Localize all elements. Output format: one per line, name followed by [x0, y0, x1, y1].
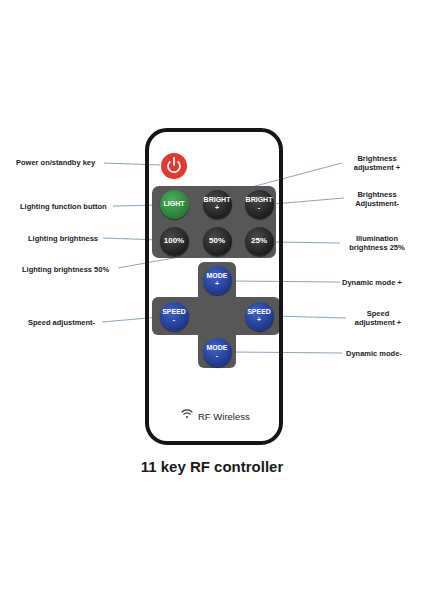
brand-text: RF Wireless	[198, 411, 250, 422]
button-label: 25%	[251, 237, 267, 245]
leader-line	[104, 163, 160, 165]
button-label: LIGHT	[164, 200, 185, 208]
button-label: BRIGHT +	[204, 196, 231, 212]
leader-line	[273, 316, 346, 318]
leader-lines	[102, 163, 346, 353]
leader-line	[231, 281, 340, 282]
leader-line	[273, 198, 344, 204]
leader-line	[103, 238, 160, 240]
callout-label: Lighting brightness 50%	[22, 265, 122, 274]
brightness-preset-button: 25%	[245, 227, 274, 256]
leader-line	[102, 317, 160, 322]
brightness-preset-button: 50%	[203, 227, 232, 256]
button-panel	[152, 297, 280, 335]
callout-label: Speed adjustment +	[350, 309, 406, 327]
wireless-wave	[184, 413, 190, 414]
callout-label: Lighting brightness	[28, 234, 118, 243]
button-label: MODE +	[207, 272, 228, 288]
remote-body: RF Wireless LIGHT BRIGHT + BRIGHT - 100% 50% 2…	[145, 128, 283, 445]
callout-label: Brightness Adjustment-	[348, 190, 406, 208]
wireless-symbol	[182, 410, 192, 418]
leader-line	[231, 352, 342, 353]
callout-label: Lighting function button	[20, 202, 120, 211]
power-symbol	[173, 158, 175, 165]
light-button: LIGHT	[160, 190, 189, 219]
button-label: MODE -	[207, 344, 228, 360]
wireless-wave	[182, 410, 192, 412]
speed-button: SPEED -	[160, 302, 189, 331]
callout-label: Illumination brightness 25%	[344, 234, 410, 252]
brightness-button: BRIGHT -	[245, 190, 274, 219]
callout-label: Dynamic mode-	[346, 349, 416, 358]
button-panel	[152, 186, 276, 258]
button-label: 100%	[164, 237, 184, 245]
remote-face	[147, 130, 281, 443]
button-label: BRIGHT -	[246, 196, 273, 212]
power-button	[161, 153, 187, 179]
callout-label: Dynamic mode +	[342, 278, 412, 287]
callout-label: Power on/standby key	[16, 158, 111, 167]
callout-label: Speed adjustment-	[28, 318, 118, 327]
figure-caption: 11 key RF controller	[62, 458, 362, 475]
speed-button: SPEED +	[245, 302, 274, 331]
mode-button: MODE -	[203, 338, 232, 367]
button-label: 50%	[209, 237, 225, 245]
callout-label: Brightness adjustment +	[348, 154, 406, 172]
brightness-button: BRIGHT +	[203, 190, 232, 219]
mode-button: MODE +	[203, 266, 232, 295]
leader-line	[273, 242, 340, 243]
wireless-dot	[186, 416, 188, 418]
button-label: SPEED -	[162, 308, 186, 324]
brightness-preset-button: 100%	[160, 227, 189, 256]
button-label: SPEED +	[247, 308, 271, 324]
